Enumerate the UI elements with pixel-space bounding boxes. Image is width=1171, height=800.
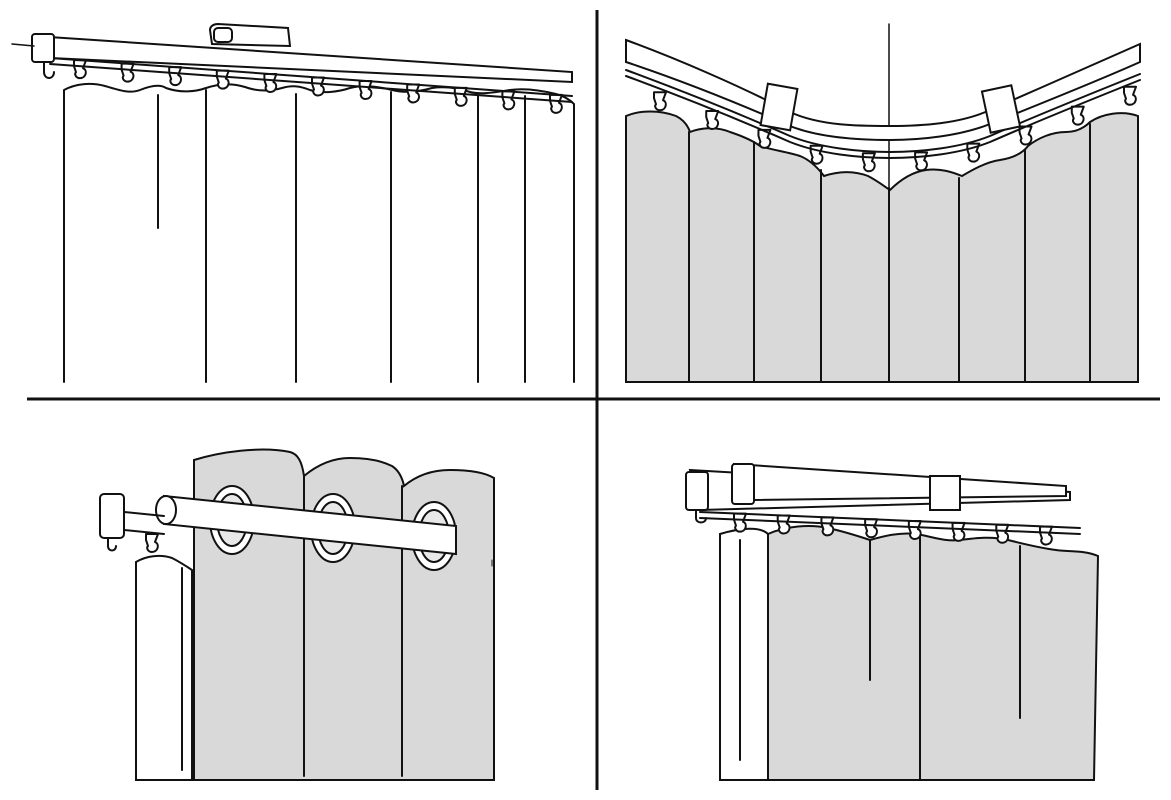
glide-hook <box>995 523 1010 544</box>
glide-hook <box>757 128 772 149</box>
straight-track-glides <box>73 59 563 114</box>
glide-hook <box>311 76 325 97</box>
glide-hook <box>453 86 468 107</box>
curved-curtain-fabric <box>625 110 1139 383</box>
double-track-glides <box>733 512 1053 546</box>
panel-straight-track <box>11 22 575 383</box>
front-curtain-rod <box>99 493 457 556</box>
curved-track-glides <box>653 85 1137 173</box>
glide-hook <box>549 93 563 114</box>
rail-glides <box>145 533 159 553</box>
glide-hook <box>1070 105 1085 126</box>
glide-hook <box>263 73 278 94</box>
panel-curved-bay-track <box>625 23 1141 383</box>
panel-double-track <box>685 462 1100 781</box>
glide-hook <box>406 83 421 104</box>
glide-hook <box>120 62 135 83</box>
glide-hook <box>1039 525 1053 546</box>
glide-hook <box>1018 125 1033 146</box>
back-track-curtain <box>719 527 769 781</box>
glide-hook <box>907 520 922 541</box>
front-track-curtain <box>767 525 1100 781</box>
glide-hook <box>73 59 87 80</box>
glide-hook <box>733 512 747 533</box>
back-sheer-curtain <box>135 554 193 781</box>
glide-hook <box>861 152 876 173</box>
glide-hook <box>1123 85 1137 106</box>
glide-hook <box>820 516 835 537</box>
glide-hook <box>501 90 516 111</box>
panel-double-rod-eyelet <box>99 448 495 781</box>
glide-hook <box>358 79 373 100</box>
glide-hook <box>215 69 230 90</box>
glide-hook <box>705 110 720 131</box>
glide-hook <box>914 151 929 172</box>
glide-hook <box>145 533 159 553</box>
double-track-rails <box>685 462 1081 535</box>
glide-hook <box>951 521 966 542</box>
straight-curtain-fabric <box>63 82 575 383</box>
glide-hook <box>653 91 667 112</box>
glide-hook <box>864 518 879 539</box>
glide-hook <box>776 514 791 535</box>
curved-track-rail <box>625 38 1141 159</box>
glide-hook <box>168 66 183 87</box>
straight-track-rail <box>11 22 573 103</box>
